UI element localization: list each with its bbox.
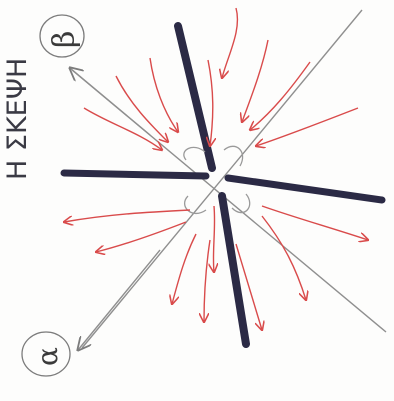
label-alpha: α [31,347,64,366]
red-arrow [213,206,214,272]
cross-lower-arm [222,196,246,344]
red-arrow [208,60,213,146]
red-arrow [116,76,168,142]
red-arrow [262,216,306,300]
red-arrow [262,206,368,240]
axis-arrow-beta [70,68,150,135]
label-beta: β [47,31,82,48]
label-alpha-group: α [22,332,70,376]
side-handwriting: Η ΣΚΕΨΗ [2,58,33,180]
red-field-arrows [64,8,368,330]
cross-right-arm [228,178,382,200]
red-arrow [256,108,358,146]
red-arrow [242,40,268,122]
red-arrow [96,222,186,252]
red-arrow [222,8,237,78]
axis-arrow-alpha [78,250,160,350]
label-beta-group: β [40,15,84,57]
red-arrow [64,210,190,222]
red-arrow [172,234,196,304]
cross-left-arm [64,173,206,176]
cross-upper-arm [178,26,212,168]
side-text: Η ΣΚΕΨΗ [2,58,33,180]
red-arrow [150,58,178,132]
red-arrow [204,240,210,322]
axis-line-diagonal [82,10,362,348]
red-arrow [84,108,162,150]
